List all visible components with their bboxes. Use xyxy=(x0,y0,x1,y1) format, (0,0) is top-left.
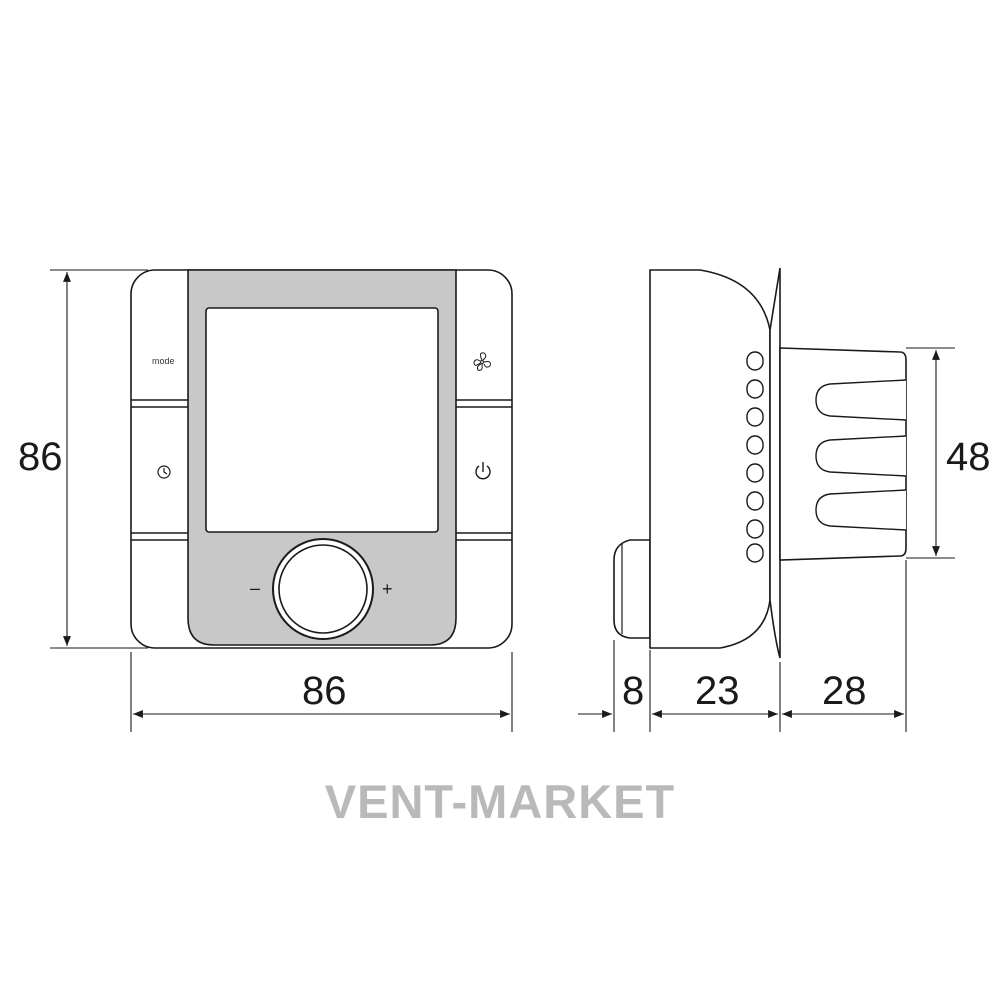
side-body xyxy=(649,269,771,649)
knob-depth-value: 8 xyxy=(622,669,644,713)
plus-label: + xyxy=(382,579,393,599)
base-fins xyxy=(815,379,907,531)
side-view xyxy=(613,267,907,659)
base-depth-value: 28 xyxy=(822,669,867,713)
front-dimension-lines xyxy=(50,269,513,732)
front-width-value: 86 xyxy=(302,669,347,713)
body-depth-value: 23 xyxy=(695,669,740,713)
side-vents xyxy=(746,351,764,563)
dial-knob[interactable] xyxy=(278,544,368,634)
power-icon xyxy=(475,462,491,480)
base-height-value: 48 xyxy=(946,435,991,479)
front-view xyxy=(130,269,513,649)
front-height-value: 86 xyxy=(18,435,63,479)
screen xyxy=(205,307,439,533)
side-flange xyxy=(769,267,781,659)
mode-label: mode xyxy=(152,356,175,366)
watermark-text: VENT-MARKET xyxy=(325,775,675,828)
minus-label: – xyxy=(250,578,260,598)
side-dimension-lines xyxy=(578,347,955,732)
clock-icon xyxy=(157,465,171,479)
fan-icon xyxy=(473,352,491,371)
side-knob xyxy=(613,539,651,639)
